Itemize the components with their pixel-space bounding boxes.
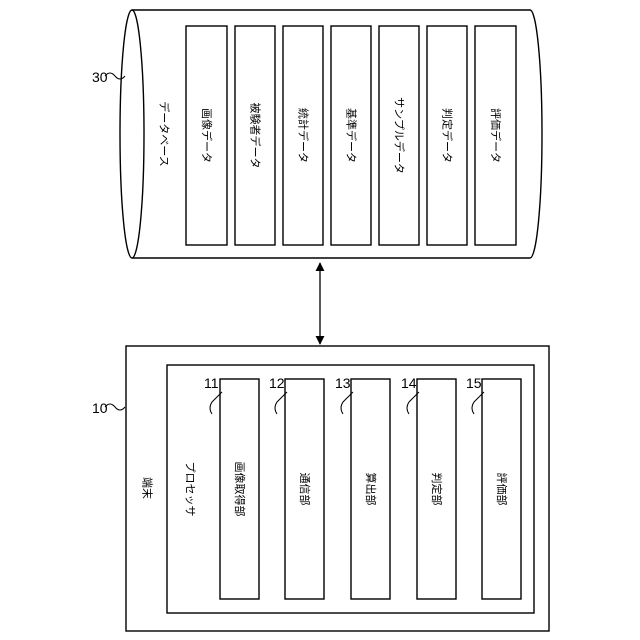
unit-ref-number: 15 (466, 375, 482, 391)
database-item-label: サンプルデータ (393, 97, 407, 174)
database-item: 統計データ (283, 26, 323, 245)
unit-label: 通信部 (298, 473, 312, 506)
database-item: サンプルデータ (379, 26, 419, 245)
unit-label: 画像取得部 (233, 462, 247, 517)
unit-ref-number: 13 (335, 375, 351, 391)
database-label: データベース (158, 101, 172, 166)
terminal-ref-number: 10 (92, 400, 108, 416)
unit-label: 評価部 (495, 473, 509, 506)
database-item-label: 基準データ (345, 108, 359, 163)
database-item: 被験者データ (235, 26, 275, 245)
database-item-label: 統計データ (297, 108, 311, 163)
database-item: 評価データ (475, 26, 516, 245)
unit-ref-number: 11 (204, 375, 219, 391)
database-item: 画像データ (186, 26, 227, 245)
database-item: 基準データ (331, 26, 371, 245)
database-item-label: 判定データ (441, 108, 455, 163)
database-item-label: 画像データ (200, 108, 214, 163)
database-ref-number: 30 (92, 69, 108, 85)
processor-label: プロセッサ (184, 462, 197, 517)
database-item-label: 被験者データ (249, 103, 263, 169)
unit-ref-number: 14 (401, 375, 417, 391)
database-item: 判定データ (427, 26, 467, 245)
unit-label: 算出部 (364, 473, 378, 506)
terminal-label: 端末 (141, 477, 155, 499)
terminal-leader-line (105, 404, 125, 410)
unit-ref-number: 12 (269, 375, 285, 391)
unit-label: 判定部 (430, 473, 444, 506)
database-item-label: 評価データ (489, 108, 503, 163)
